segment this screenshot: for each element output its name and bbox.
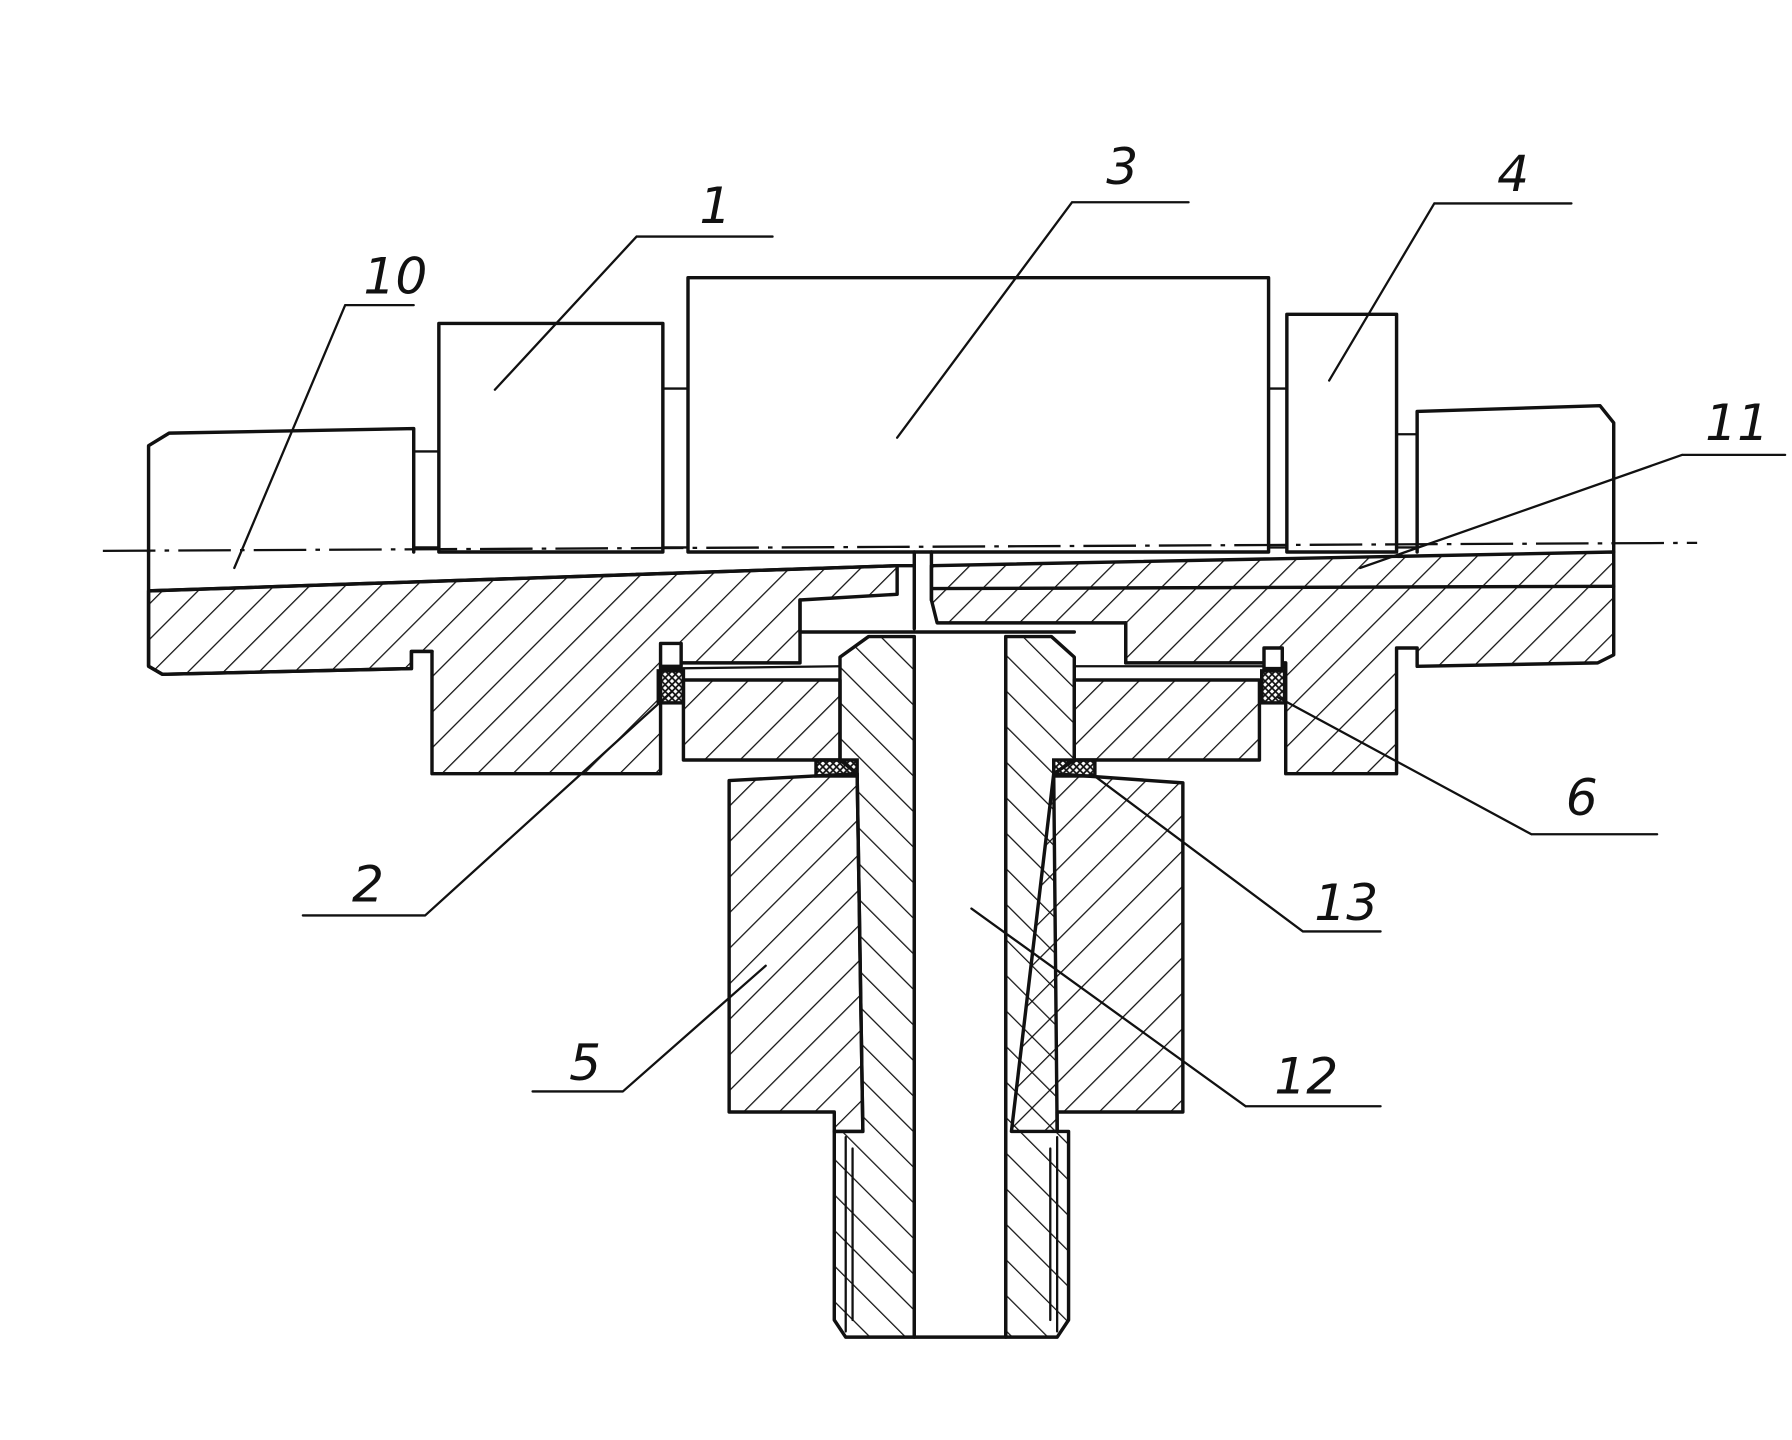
label-2: 2 <box>352 855 384 914</box>
leader-4 <box>1328 202 1573 382</box>
label-12: 12 <box>1274 1047 1338 1106</box>
tube-wall-left <box>832 634 916 1339</box>
seal-6-top <box>1262 646 1284 671</box>
reference-numerals: 10 1 3 4 11 2 6 13 5 12 <box>352 137 1769 1106</box>
base-plate-left-outline <box>146 550 916 676</box>
seal-2 <box>656 669 686 705</box>
leader-5 <box>531 964 767 1093</box>
seal-6 <box>1260 669 1287 705</box>
central-chamber <box>798 564 1128 665</box>
inner-ring-right <box>1072 678 1262 762</box>
leader-2 <box>301 690 674 917</box>
label-13: 13 <box>1314 873 1378 932</box>
left-end-cap <box>146 426 416 554</box>
component-3 <box>686 276 1271 554</box>
upper-components <box>146 276 1616 554</box>
inner-rings <box>659 665 1287 762</box>
right-connector <box>1395 433 1419 549</box>
leader-13 <box>1090 772 1382 933</box>
inner-ring-left <box>681 678 842 762</box>
base-plate-right-outline <box>929 550 1616 602</box>
ring-groove-left <box>659 665 842 670</box>
housing-5-left <box>727 772 865 1134</box>
leader-lines <box>233 201 1787 1108</box>
thread-left <box>844 1136 854 1333</box>
tube-bore <box>912 634 1008 1339</box>
left-connector <box>412 450 440 549</box>
right-end-cap <box>1415 404 1616 554</box>
label-1: 1 <box>699 176 731 235</box>
label-5: 5 <box>569 1033 601 1092</box>
leader-12 <box>970 907 1382 1108</box>
leader-10 <box>233 303 415 570</box>
leader-11 <box>1358 453 1787 570</box>
label-4: 4 <box>1497 144 1529 203</box>
connector-3-4 <box>1267 387 1288 549</box>
thread-right <box>1049 1136 1059 1333</box>
leader-6 <box>1276 696 1659 836</box>
connector-1-3 <box>661 387 690 549</box>
leader-1 <box>493 235 774 391</box>
leader-3 <box>896 201 1190 439</box>
label-6: 6 <box>1566 768 1598 827</box>
seal-2-top <box>658 641 683 668</box>
component-1 <box>437 321 665 554</box>
label-3: 3 <box>1106 137 1138 196</box>
label-10: 10 <box>363 247 427 306</box>
vertical-assembly <box>727 634 1185 1339</box>
centerline <box>102 541 1698 552</box>
label-11: 11 <box>1705 393 1769 452</box>
component-4 <box>1285 312 1399 554</box>
